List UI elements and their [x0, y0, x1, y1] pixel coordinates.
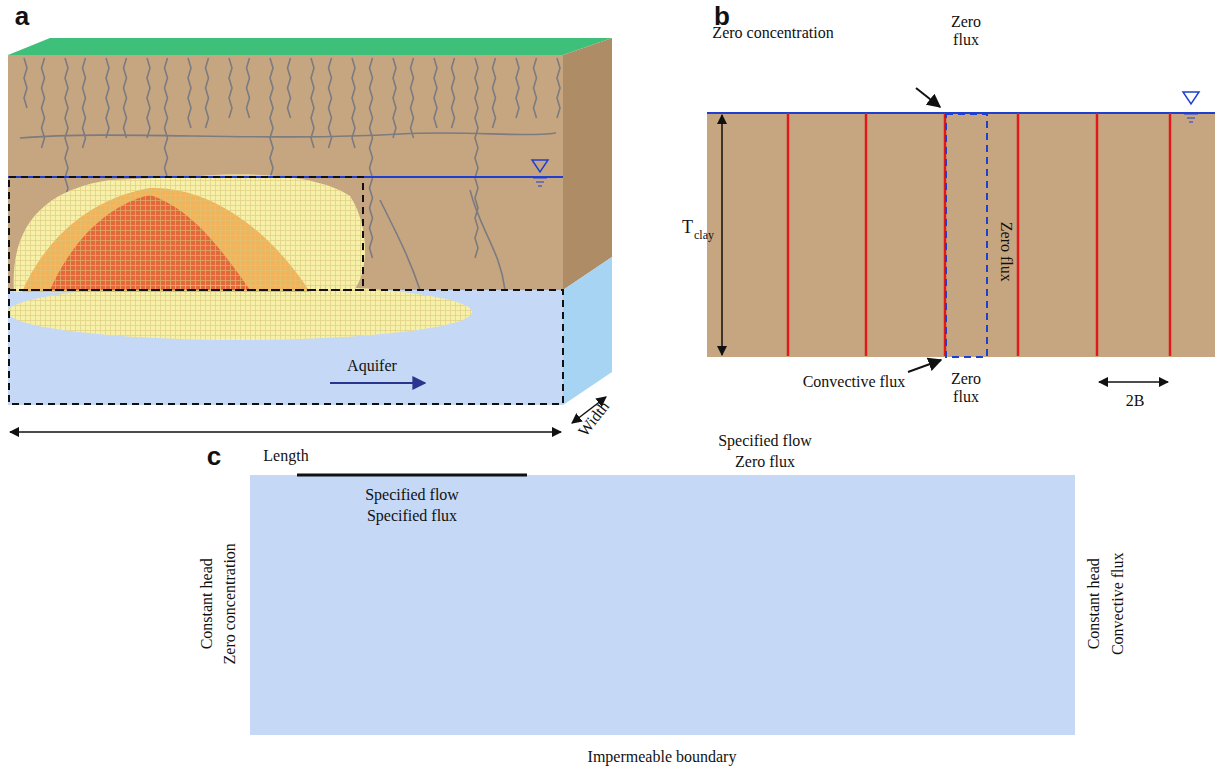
- fracture-line: [288, 58, 291, 118]
- source-boundary: [297, 474, 527, 477]
- boundary-label: Zero flux: [946, 13, 986, 48]
- fracture-line: [124, 58, 127, 138]
- plume-outer: [14, 175, 365, 294]
- fracture-line: [452, 58, 455, 128]
- dimension-arrow: [10, 431, 561, 433]
- fracture-line: [188, 58, 191, 128]
- boundary-label: Zero concentration: [221, 543, 239, 664]
- dimension-label: Length: [263, 447, 308, 465]
- aquifer-side: [563, 257, 612, 405]
- dashed-domain: [9, 177, 363, 290]
- model-domain: [946, 114, 987, 357]
- dimension-label: T: [682, 218, 693, 238]
- fracture-line: [516, 58, 519, 118]
- layer-label: Aquifer: [347, 357, 397, 375]
- ground-surface: [8, 38, 612, 55]
- fracture-line: [534, 58, 537, 118]
- dimension-arrow: [721, 115, 723, 355]
- aquifer-domain: [250, 475, 1075, 735]
- fracture-line: [393, 58, 396, 138]
- fracture-line: [206, 58, 209, 128]
- water-table-symbol: [532, 160, 548, 172]
- boundary-label: Specified flow: [718, 432, 812, 450]
- boundary-label: Zero flux: [997, 222, 1015, 282]
- boundary-label: Zero flux: [946, 370, 986, 405]
- fracture-line: [106, 58, 109, 138]
- fracture-line: [370, 58, 373, 258]
- panel-letter: c: [207, 442, 221, 471]
- fracture-line: [434, 58, 437, 128]
- boundary-label: Constant head: [198, 558, 216, 649]
- water-table-symbol: [1183, 92, 1199, 104]
- panel-letter: a: [15, 2, 29, 31]
- boundary-label: Specified flow: [365, 486, 459, 504]
- boundary-label: Convective flux: [803, 373, 906, 391]
- fracture-line: [147, 58, 150, 138]
- flow-arrow: [330, 382, 425, 384]
- fractures: [788, 113, 1170, 356]
- fracture-line: [329, 58, 332, 148]
- leader-arrow: [908, 360, 941, 372]
- dimension-label: Width: [575, 398, 613, 440]
- dimension-label: 2B: [1126, 392, 1145, 410]
- fracture-line: [475, 58, 478, 258]
- fracture-line: [493, 58, 496, 128]
- boundary-label: Zero flux: [735, 453, 795, 471]
- fracture-line: [411, 58, 414, 138]
- fracture-line: [24, 58, 27, 108]
- dimension-arrow: [1099, 381, 1168, 383]
- plume-aquifer: [8, 284, 472, 340]
- fracture-line: [311, 58, 314, 148]
- boundary-label: Convective flux: [1108, 553, 1126, 656]
- dashed-domain: [9, 290, 563, 404]
- fracture-line: [229, 58, 232, 118]
- boundary-label: Specified flux: [367, 507, 457, 525]
- fracture-line: [352, 58, 355, 148]
- clay-side: [563, 38, 612, 290]
- fracture-line: [247, 58, 250, 118]
- clay-section: [707, 113, 1215, 357]
- fracture-line: [42, 58, 45, 148]
- boundary-label: Constant head: [1085, 558, 1103, 649]
- boundary-label: Impermeable boundary: [588, 748, 737, 766]
- dimension-subscript: clay: [694, 229, 714, 242]
- leader-arrow: [916, 88, 940, 107]
- boundary-label: Zero concentration: [712, 24, 833, 42]
- fracture-line: [557, 58, 560, 118]
